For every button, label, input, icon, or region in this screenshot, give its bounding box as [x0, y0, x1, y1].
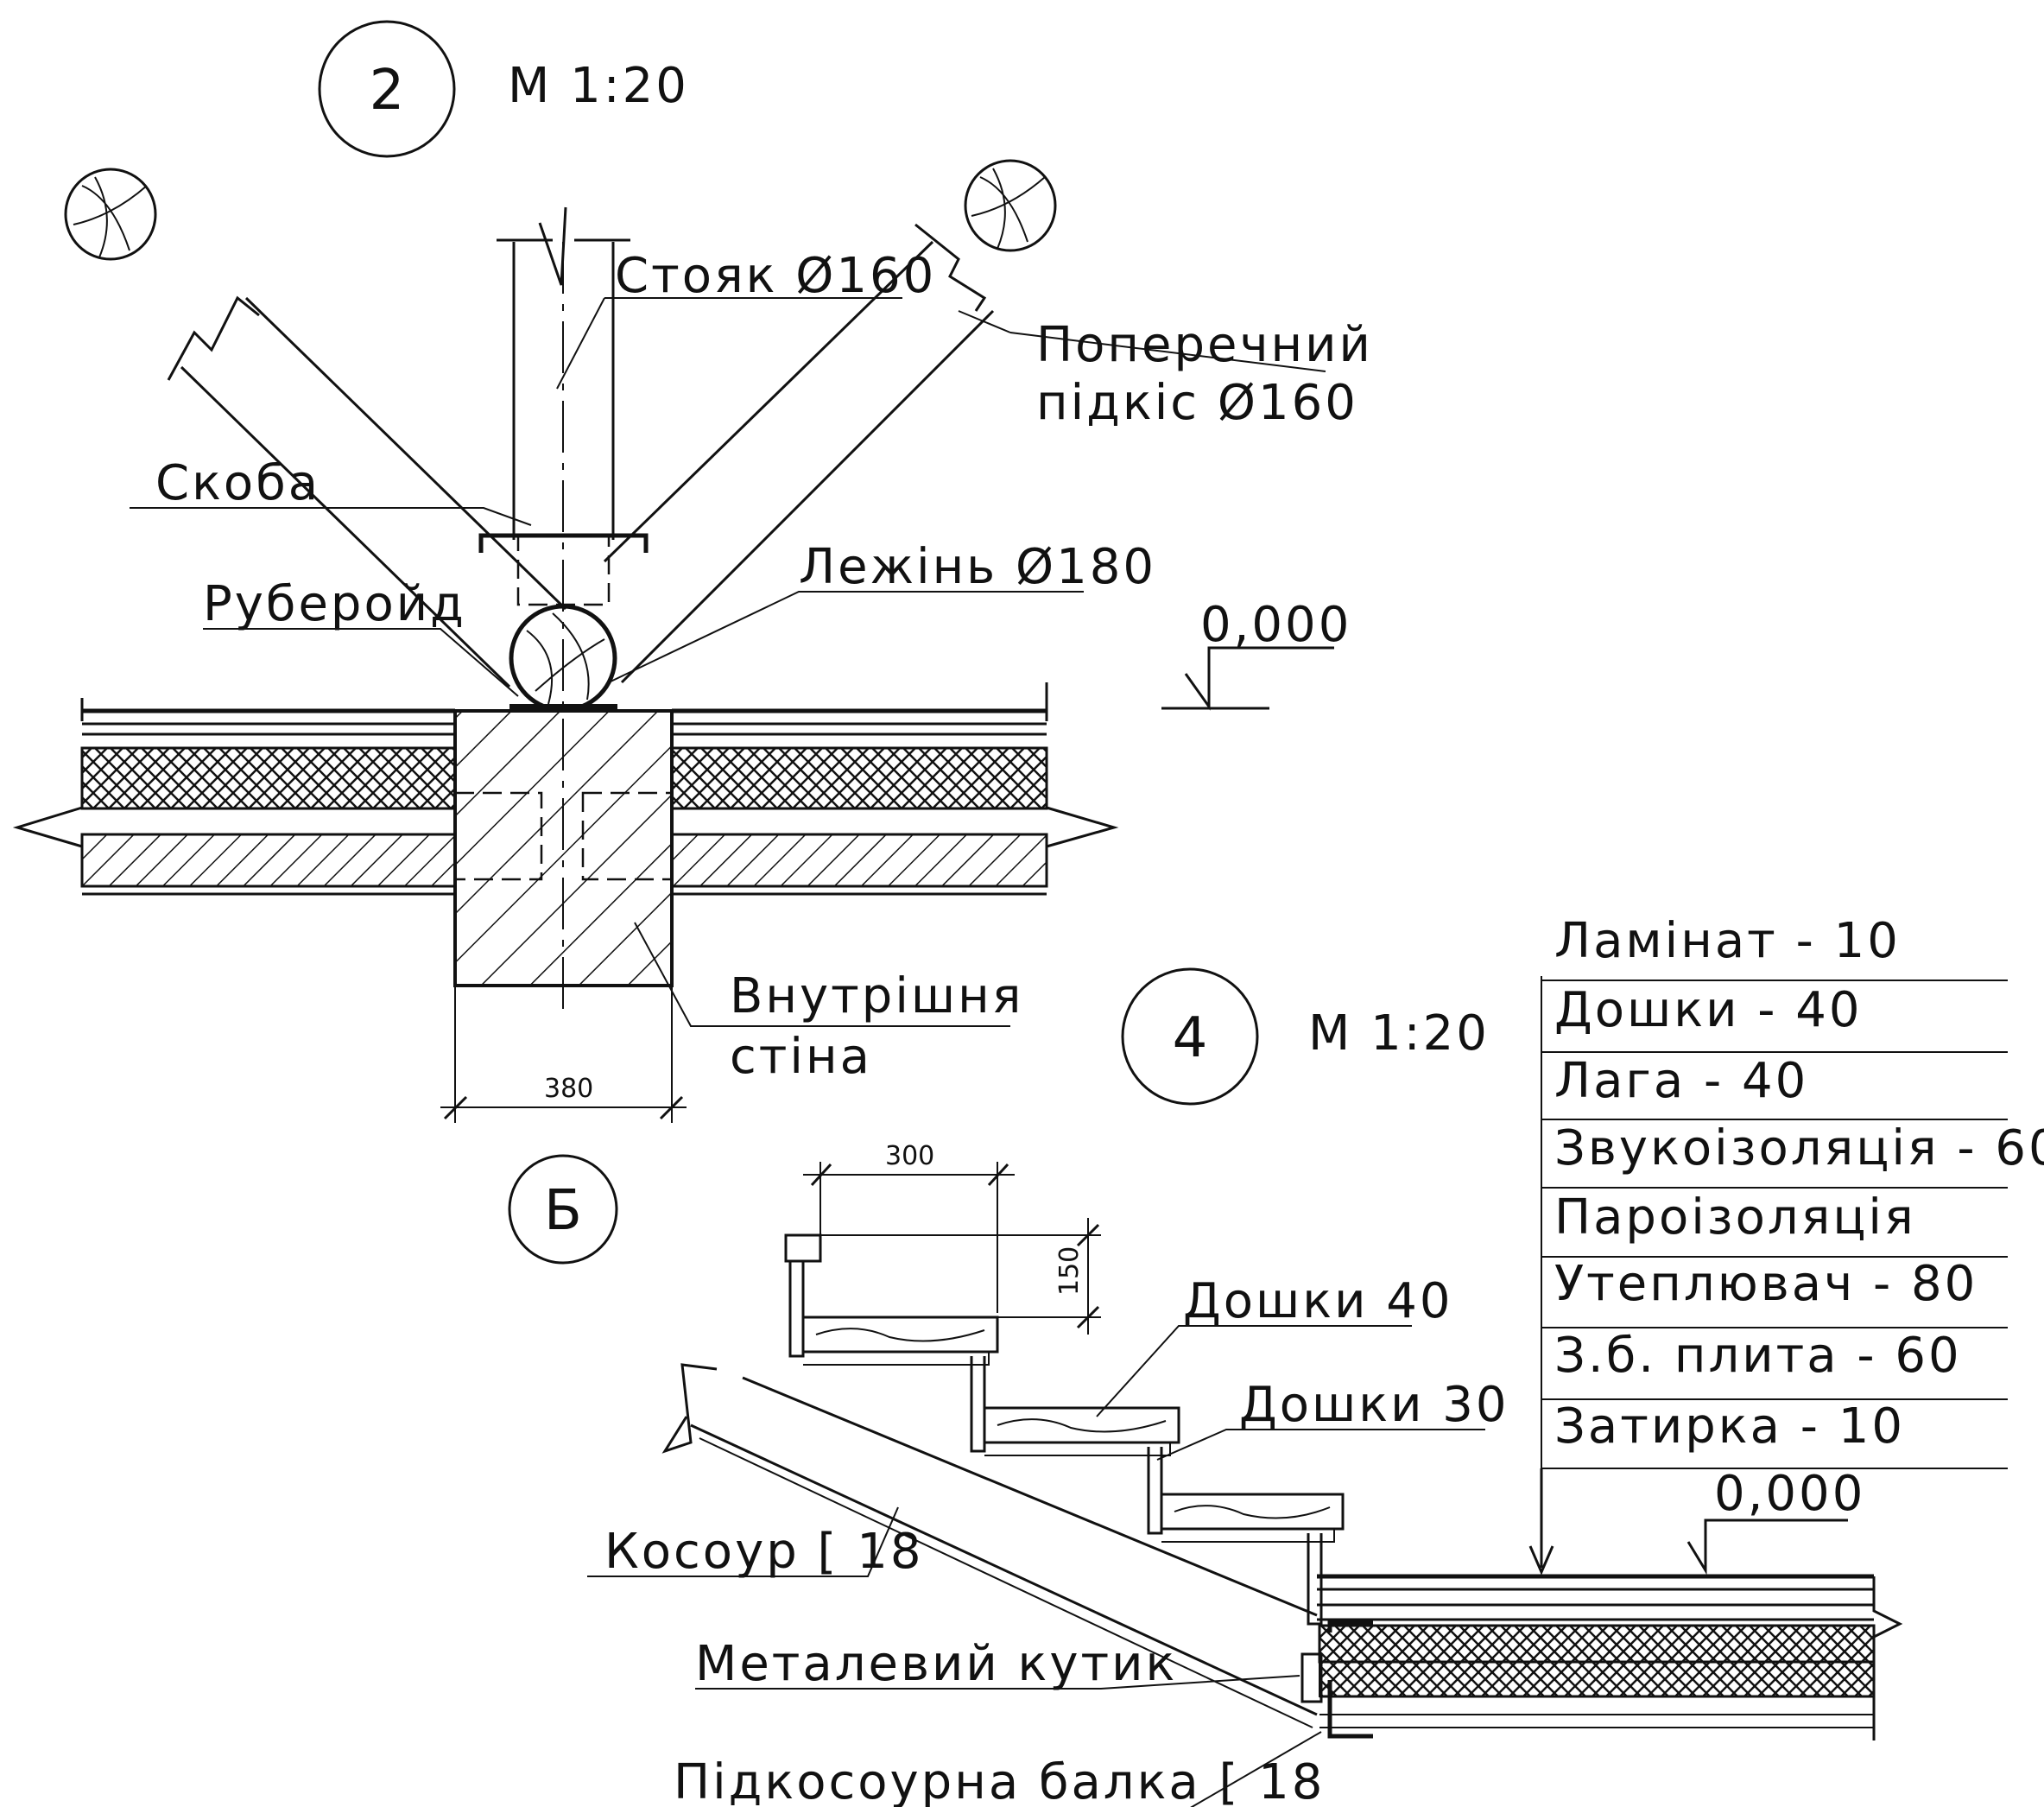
- step-height-label: 150: [1054, 1246, 1085, 1296]
- tread-width-label: 300: [885, 1141, 934, 1171]
- bracket-label: Скоба: [155, 455, 320, 511]
- internal-wall: [453, 709, 674, 987]
- landing-floor: [1300, 1574, 1903, 1740]
- level-mark-4: 0,000: [1686, 1466, 1865, 1576]
- riser-label: Стояк Ø160: [615, 248, 936, 304]
- floor-left: [12, 698, 457, 896]
- layer-item: Дошки - 40: [1554, 982, 1863, 1038]
- detail-2-marker-circle: [318, 20, 456, 158]
- detail-4-marker: 4: [1173, 1006, 1208, 1070]
- stringer: [661, 1363, 1318, 1728]
- wall-label-line1: Внутрішня: [730, 968, 1023, 1024]
- detail-2-marker: 2: [370, 59, 405, 123]
- brace-label-line2: підкіс Ø160: [1036, 375, 1358, 431]
- layer-item: Утеплювач - 80: [1554, 1256, 1978, 1312]
- layer-item: Лага - 40: [1554, 1053, 1808, 1109]
- detail-2: 2 М 1:20: [12, 20, 1373, 1265]
- beam-label: Підкосоурна балка [ 18: [674, 1754, 1325, 1807]
- axis-label: Б: [544, 1179, 582, 1243]
- layer-item: Пароізоляція: [1554, 1189, 1916, 1246]
- stringer-label: Косоур [ 18: [604, 1524, 923, 1580]
- wall-dimension: 380: [440, 986, 687, 1123]
- wall-label-line2: стіна: [730, 1029, 872, 1085]
- brace-left: [167, 295, 567, 688]
- layer-item: Затирка - 10: [1554, 1398, 1905, 1455]
- brace-right: [603, 223, 995, 684]
- level-mark-2: 0,000: [1161, 597, 1351, 711]
- axis-marker-circle: [508, 1154, 618, 1265]
- riser-board-label: Дошки 30: [1239, 1377, 1509, 1433]
- brace-label-line1: Поперечний: [1036, 317, 1373, 373]
- leaders-4: [587, 1325, 1485, 1807]
- detail-4-marker-circle: [1121, 967, 1259, 1106]
- angle-label: Металевий кутик: [695, 1636, 1177, 1692]
- step-dimensions: 300 150: [803, 1141, 1101, 1335]
- log-section-icon: [64, 168, 157, 261]
- detail-4-scale: М 1:20: [1308, 1005, 1490, 1062]
- sill-label: Лежінь Ø180: [799, 539, 1156, 595]
- log-section-icon: [964, 159, 1057, 252]
- layer-item: Звукоізоляція - 60: [1554, 1120, 2044, 1176]
- layer-item: З.б. плита - 60: [1554, 1328, 1962, 1384]
- tread-label: Дошки 40: [1183, 1273, 1453, 1329]
- floor-right: [670, 682, 1119, 896]
- leaders-2: [130, 297, 1326, 1027]
- level-label-4: 0,000: [1714, 1466, 1865, 1522]
- detail-4: 4 М 1:20 Ламінат - 10 Дошки - 40 Лага - …: [587, 913, 2044, 1807]
- level-label-2: 0,000: [1200, 597, 1351, 653]
- stair-steps: [784, 1233, 1345, 1626]
- wall-width-label: 380: [544, 1074, 593, 1104]
- layer-item: Ламінат - 10: [1554, 913, 1901, 969]
- roofing-label: Руберойд: [203, 576, 466, 632]
- detail-2-scale: М 1:20: [508, 58, 689, 114]
